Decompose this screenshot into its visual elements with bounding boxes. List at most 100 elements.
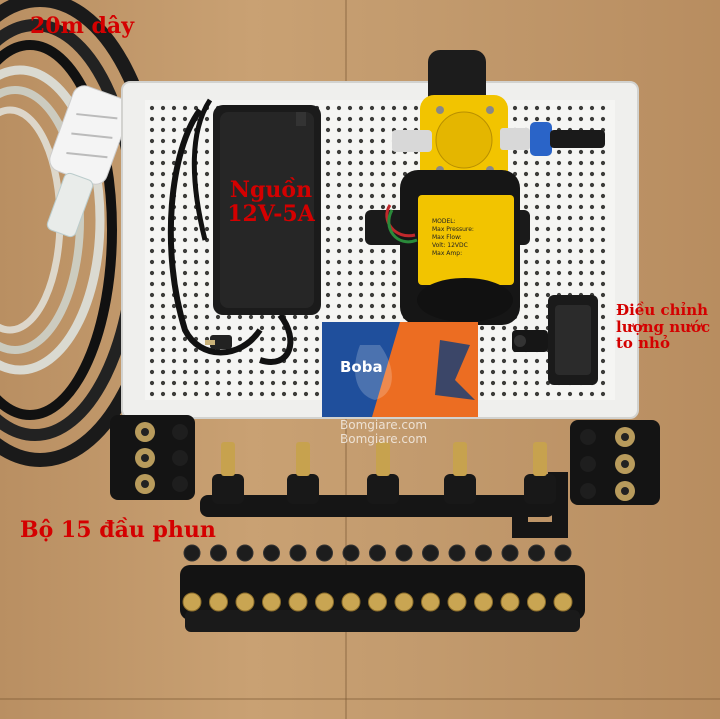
peg-hole bbox=[413, 116, 419, 122]
peg-hole bbox=[347, 259, 353, 265]
peg-hole bbox=[193, 314, 199, 320]
peg-hole bbox=[336, 303, 342, 309]
peg-hole bbox=[358, 281, 364, 287]
peg-hole bbox=[512, 369, 518, 375]
peg-hole bbox=[314, 391, 320, 397]
peg-hole bbox=[490, 336, 496, 342]
peg-hole bbox=[567, 215, 573, 221]
peg-hole bbox=[545, 270, 551, 276]
peg-hole bbox=[501, 358, 507, 364]
peg-hole bbox=[545, 171, 551, 177]
peg-hole bbox=[534, 292, 540, 298]
peg-hole bbox=[413, 160, 419, 166]
peg-hole bbox=[160, 347, 166, 353]
peg-hole bbox=[523, 182, 529, 188]
brass-nozzle-tip bbox=[262, 592, 281, 612]
peg-hole bbox=[336, 259, 342, 265]
peg-hole bbox=[182, 347, 188, 353]
peg-hole bbox=[479, 380, 485, 386]
peg-hole bbox=[358, 149, 364, 155]
peg-hole bbox=[336, 204, 342, 210]
peg-hole bbox=[391, 193, 397, 199]
peg-hole bbox=[204, 149, 210, 155]
peg-hole bbox=[578, 226, 584, 232]
peg-hole bbox=[380, 193, 386, 199]
peg-hole bbox=[358, 292, 364, 298]
peg-hole bbox=[600, 303, 606, 309]
peg-hole bbox=[281, 369, 287, 375]
peg-hole bbox=[391, 270, 397, 276]
peg-hole bbox=[391, 292, 397, 298]
peg-hole bbox=[556, 259, 562, 265]
brass-nozzle bbox=[221, 442, 235, 476]
peg-hole bbox=[358, 127, 364, 133]
peg-hole bbox=[160, 358, 166, 364]
peg-hole bbox=[556, 248, 562, 254]
peg-hole bbox=[171, 391, 177, 397]
peg-hole bbox=[358, 226, 364, 232]
peg-hole bbox=[523, 380, 529, 386]
peg-hole bbox=[479, 347, 485, 353]
peg-hole bbox=[534, 171, 540, 177]
peg-hole bbox=[347, 105, 353, 111]
peg-hole bbox=[589, 204, 595, 210]
peg-hole bbox=[589, 237, 595, 243]
peg-hole bbox=[160, 204, 166, 210]
peg-hole bbox=[523, 105, 529, 111]
peg-hole bbox=[314, 336, 320, 342]
peg-hole bbox=[336, 149, 342, 155]
peg-hole bbox=[358, 314, 364, 320]
tee-fitting bbox=[524, 474, 556, 504]
filter-strainer bbox=[46, 85, 131, 238]
peg-hole bbox=[556, 226, 562, 232]
peg-hole bbox=[523, 204, 529, 210]
peg-hole bbox=[523, 259, 529, 265]
peg-hole bbox=[259, 347, 265, 353]
peg-hole bbox=[402, 105, 408, 111]
peg-hole bbox=[358, 248, 364, 254]
peg-hole bbox=[600, 182, 606, 188]
peg-hole bbox=[534, 248, 540, 254]
peg-hole bbox=[479, 336, 485, 342]
peg-hole bbox=[600, 358, 606, 364]
peg-hole bbox=[204, 204, 210, 210]
peg-hole bbox=[347, 303, 353, 309]
peg-hole bbox=[160, 237, 166, 243]
peg-hole bbox=[347, 116, 353, 122]
peg-hole bbox=[182, 116, 188, 122]
peg-hole bbox=[160, 259, 166, 265]
label-flow-adjust: Điều chỉnh lượng nước to nhỏ bbox=[616, 301, 711, 352]
peg-hole bbox=[523, 248, 529, 254]
brass-nozzle-tip bbox=[341, 592, 361, 612]
peg-hole bbox=[204, 281, 210, 287]
peg-hole bbox=[369, 270, 375, 276]
peg-hole bbox=[578, 391, 584, 397]
label-nozzle-set: Bộ 15 đầu phun bbox=[20, 517, 216, 543]
peg-hole bbox=[534, 380, 540, 386]
peg-hole bbox=[325, 259, 331, 265]
peg-hole bbox=[204, 193, 210, 199]
peg-hole bbox=[248, 347, 254, 353]
peg-hole bbox=[248, 369, 254, 375]
push-fit-port bbox=[263, 544, 280, 562]
peg-hole bbox=[325, 248, 331, 254]
peg-hole bbox=[556, 215, 562, 221]
pump-spec-volt: Volt: 12VDC bbox=[432, 242, 468, 250]
peg-hole bbox=[600, 149, 606, 155]
peg-hole bbox=[215, 391, 221, 397]
peg-hole bbox=[325, 204, 331, 210]
peg-hole bbox=[391, 171, 397, 177]
peg-hole bbox=[490, 391, 496, 397]
peg-hole bbox=[182, 171, 188, 177]
peg-hole bbox=[391, 314, 397, 320]
peg-hole bbox=[369, 105, 375, 111]
peg-hole bbox=[512, 325, 518, 331]
peg-hole bbox=[567, 160, 573, 166]
peg-hole bbox=[149, 149, 155, 155]
peg-hole bbox=[336, 314, 342, 320]
peg-hole bbox=[369, 248, 375, 254]
nozzle-strip bbox=[180, 544, 585, 632]
peg-hole bbox=[347, 204, 353, 210]
peg-hole bbox=[325, 226, 331, 232]
peg-hole bbox=[182, 369, 188, 375]
